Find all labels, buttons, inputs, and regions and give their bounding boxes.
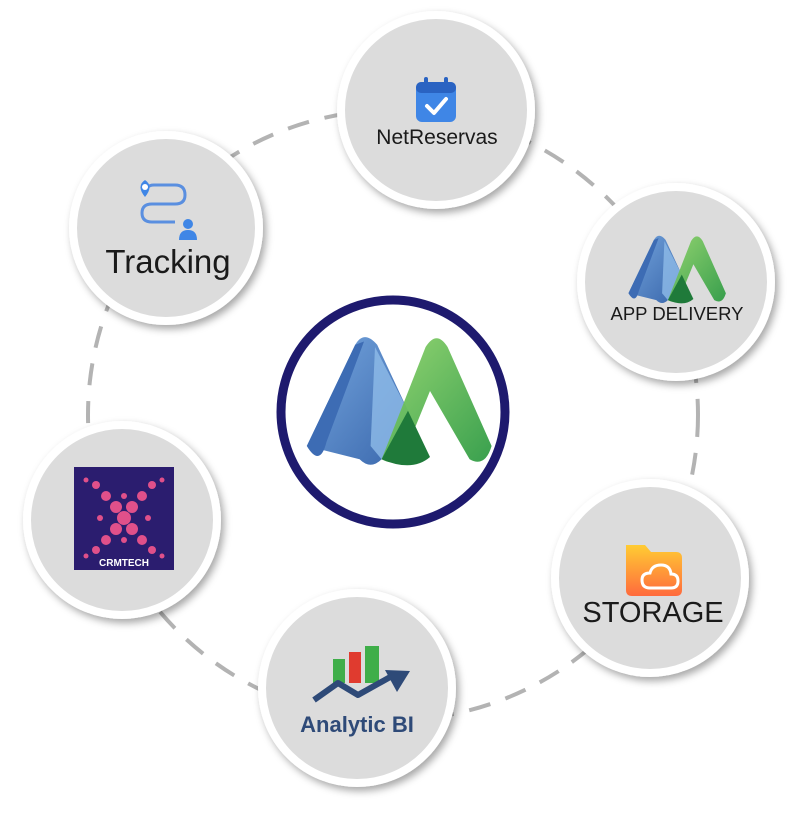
node-tracking [69,131,263,325]
cloud-folder-icon [626,545,682,596]
center-logo [276,295,510,529]
crmtech-label: CRMTECH [99,558,149,569]
orbit-ring [86,108,700,722]
node-analytic-bi [258,589,456,787]
crmtech-logo: CRMTECH [74,467,174,570]
calendar-check-icon [416,77,456,122]
bar-chart-trend-icon [312,646,410,703]
analytic-bi-label: Analytic BI [300,712,414,737]
storage-label: STORAGE [582,597,723,629]
tracking-label: Tracking [105,243,230,280]
netreservas-label: NetReservas [376,126,497,149]
route-pin-user-icon [140,180,197,240]
app-delivery-label: APP DELIVERY [611,303,744,324]
